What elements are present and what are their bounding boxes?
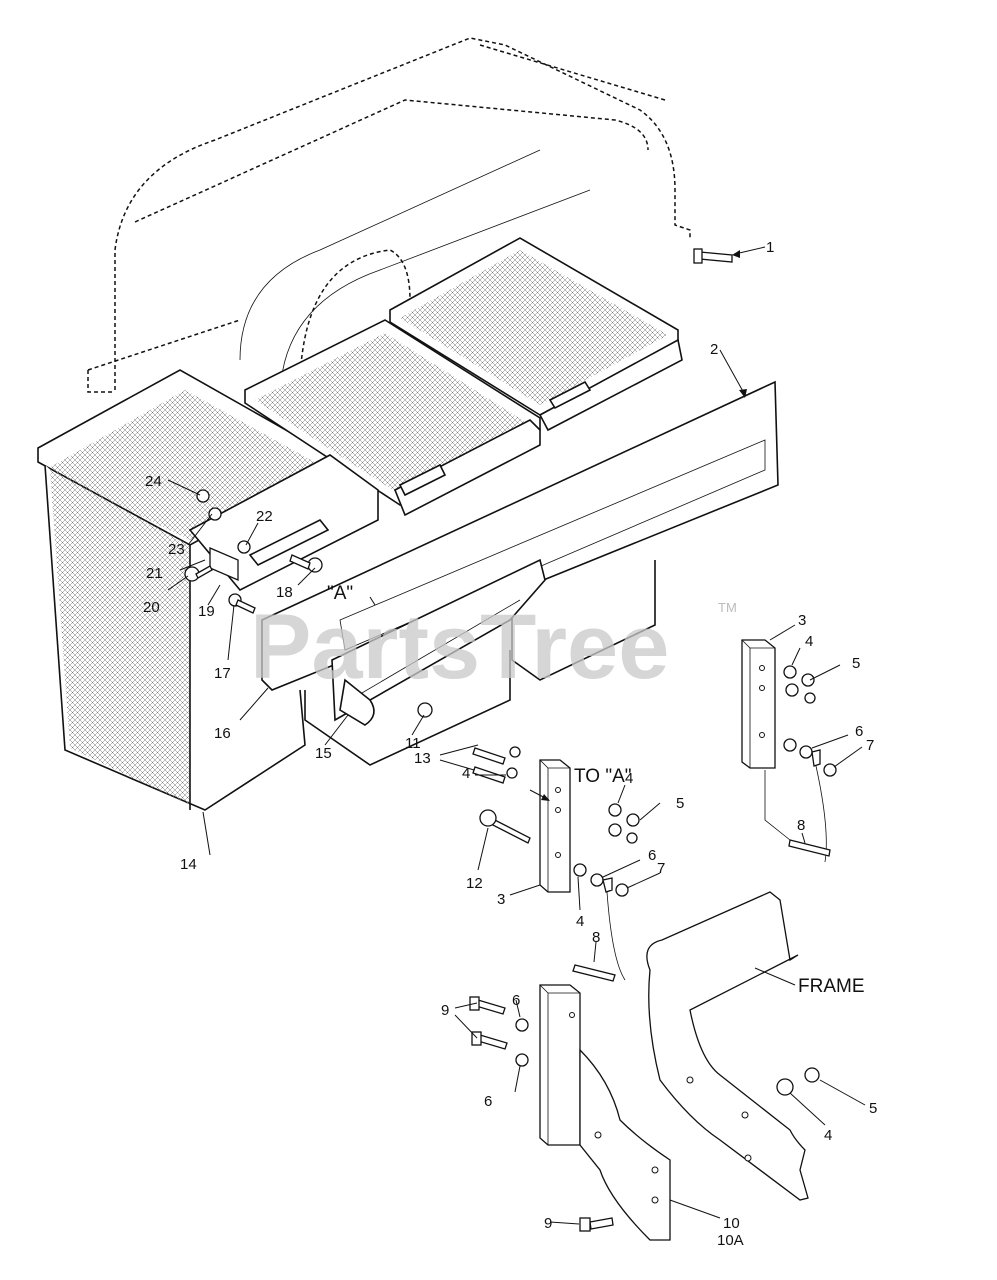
callout-17: 17 xyxy=(214,665,231,682)
hardware-left xyxy=(184,489,433,718)
bracket-right xyxy=(741,639,837,863)
callout-5-frame: 5 xyxy=(869,1100,877,1117)
leader-lines xyxy=(167,246,866,1225)
callout-22: 22 xyxy=(256,508,273,525)
callout-7-middle: 7 xyxy=(657,860,665,877)
callout-6-lower-bottom: 6 xyxy=(484,1093,492,1110)
callout-13: 13 xyxy=(414,750,431,767)
callout-14: 14 xyxy=(180,856,197,873)
mounting-rail xyxy=(261,380,779,726)
hood-outline xyxy=(87,37,691,401)
callout-4-middle-top: 4 xyxy=(625,770,633,787)
callout-labels: 1 2 3 3 4 4 4 4 4 5 5 5 6 6 6 6 7 7 8 8 … xyxy=(143,239,877,1249)
callout-7-right: 7 xyxy=(866,737,874,754)
callout-6-right: 6 xyxy=(855,723,863,740)
callout-8-right: 8 xyxy=(797,817,805,834)
callout-4-right: 4 xyxy=(805,633,813,650)
callout-6-middle: 6 xyxy=(648,847,656,864)
bag-rails xyxy=(188,338,683,592)
callout-15: 15 xyxy=(315,745,332,762)
callout-5-middle: 5 xyxy=(676,795,684,812)
callout-10: 10 xyxy=(723,1215,740,1232)
watermark-text: PartsTree xyxy=(250,596,669,698)
callout-2: 2 xyxy=(710,341,718,358)
callout-9-lower: 9 xyxy=(544,1215,552,1232)
callout-24: 24 xyxy=(145,473,162,490)
callout-1: 1 xyxy=(766,239,774,256)
callout-23: 23 xyxy=(168,541,185,558)
reference-a-label: "A" xyxy=(327,583,353,604)
watermark-trademark: TM xyxy=(718,600,737,615)
to-a-label: TO "A" xyxy=(574,766,631,787)
callout-9-upper: 9 xyxy=(441,1002,449,1019)
bag-left xyxy=(37,369,331,811)
callout-20: 20 xyxy=(143,599,160,616)
callout-11: 11 xyxy=(405,735,421,752)
frame-label: FRAME xyxy=(798,976,865,997)
callout-4-middle-left: 4 xyxy=(462,765,470,782)
bag-right xyxy=(389,237,679,681)
callout-10a: 10A xyxy=(717,1232,744,1249)
callout-5-right: 5 xyxy=(852,655,860,672)
callout-3-right: 3 xyxy=(798,612,806,629)
callout-18: 18 xyxy=(276,584,293,601)
frame xyxy=(646,891,820,1201)
callout-4-frame: 4 xyxy=(824,1127,832,1144)
callout-8-lower: 8 xyxy=(592,929,600,946)
bracket-lower xyxy=(469,964,671,1241)
bolt-part-1 xyxy=(693,248,733,264)
callout-12: 12 xyxy=(466,875,483,892)
callout-6-lower-top: 6 xyxy=(512,992,520,1009)
callout-21: 21 xyxy=(146,565,163,582)
callout-16: 16 xyxy=(214,725,231,742)
callout-4-middle-bottom: 4 xyxy=(576,913,584,930)
callout-3-middle: 3 xyxy=(497,891,505,908)
callout-19: 19 xyxy=(198,603,215,620)
